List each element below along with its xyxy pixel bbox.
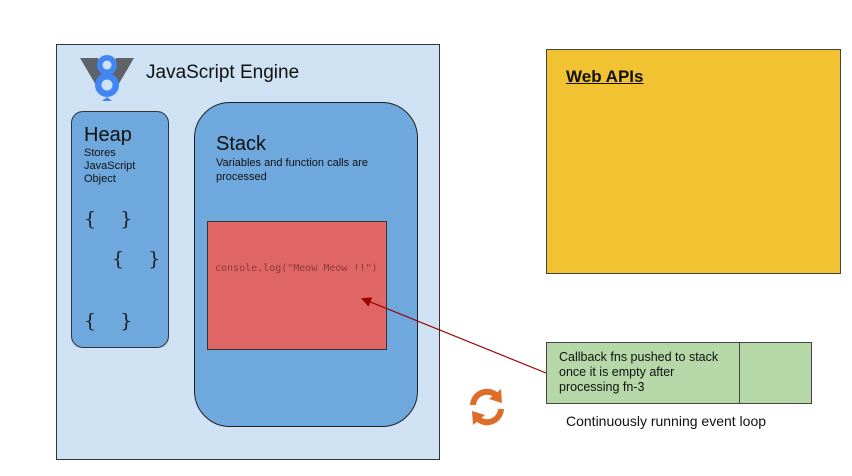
heap-object-brace: { } <box>112 248 161 270</box>
event-loop-caption: Continuously running event loop <box>566 413 767 429</box>
stack-title: Stack <box>216 133 267 155</box>
web-apis-title: Web APIs <box>566 67 644 86</box>
stack-frame <box>207 221 387 350</box>
refresh-cycle-icon <box>470 388 504 426</box>
heap-title: Heap <box>84 124 132 146</box>
heap-description: Stores JavaScript Object <box>84 147 136 185</box>
stack-description: Variables and function calls are process… <box>216 157 369 183</box>
callback-queue <box>546 342 812 404</box>
heap-object-brace: { } <box>84 208 133 230</box>
callback-queue-text: Callback fns pushed to stack once it is … <box>559 350 719 394</box>
heap-object-brace: { } <box>84 310 133 332</box>
stack-frame-code: console.log("Meow Meow !!") <box>215 263 378 274</box>
callback-queue-divider <box>739 342 740 404</box>
v8-logo-icon <box>80 55 134 101</box>
web-apis-container <box>546 49 841 274</box>
engine-title: JavaScript Engine <box>146 62 300 83</box>
heap-container <box>71 111 169 348</box>
